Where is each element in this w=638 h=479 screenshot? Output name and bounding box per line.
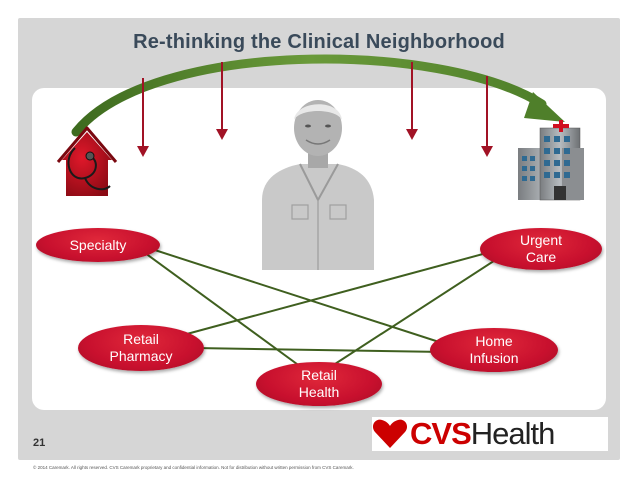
heart-icon (372, 419, 408, 448)
node-home-infusion: Home Infusion (430, 328, 558, 372)
page-number: 21 (33, 437, 46, 449)
node-specialty: Specialty (36, 228, 160, 262)
logo-health-text: Health (470, 416, 556, 451)
cvs-health-logo: CVS Health (372, 416, 608, 451)
node-retail-health-line1: Retail (301, 367, 337, 383)
logo-cvs-text: CVS (410, 416, 472, 451)
red-down-arrows (137, 62, 493, 157)
node-retail-pharmacy-line1: Retail (123, 331, 159, 347)
slide-title: Re-thinking the Clinical Neighborhood (133, 31, 505, 53)
node-home-infusion-line1: Home (475, 333, 513, 349)
down-arrow-icon (406, 62, 418, 140)
node-retail-health: Retail Health (256, 362, 382, 406)
hospital-building-icon (518, 120, 584, 201)
down-arrow-icon (481, 76, 493, 157)
node-retail-pharmacy-line2: Pharmacy (109, 348, 173, 364)
node-urgent-care: Urgent Care (480, 228, 602, 270)
node-home-infusion-line2: Infusion (469, 350, 519, 366)
node-specialty-label: Specialty (69, 236, 127, 253)
home-with-stethoscope-icon (56, 126, 118, 196)
green-arc-arrow (71, 54, 565, 137)
node-retail-pharmacy: Retail Pharmacy (78, 325, 204, 371)
node-retail-health-line2: Health (298, 384, 340, 400)
person-photo (262, 100, 374, 270)
down-arrow-icon (137, 78, 149, 157)
connection-lines (129, 241, 521, 376)
down-arrow-icon (216, 62, 228, 140)
footer-copyright: © 2014 Caremark. All rights reserved. CV… (33, 465, 354, 470)
node-urgent-care-line2: Care (525, 249, 557, 265)
node-urgent-care-line1: Urgent (519, 232, 563, 248)
